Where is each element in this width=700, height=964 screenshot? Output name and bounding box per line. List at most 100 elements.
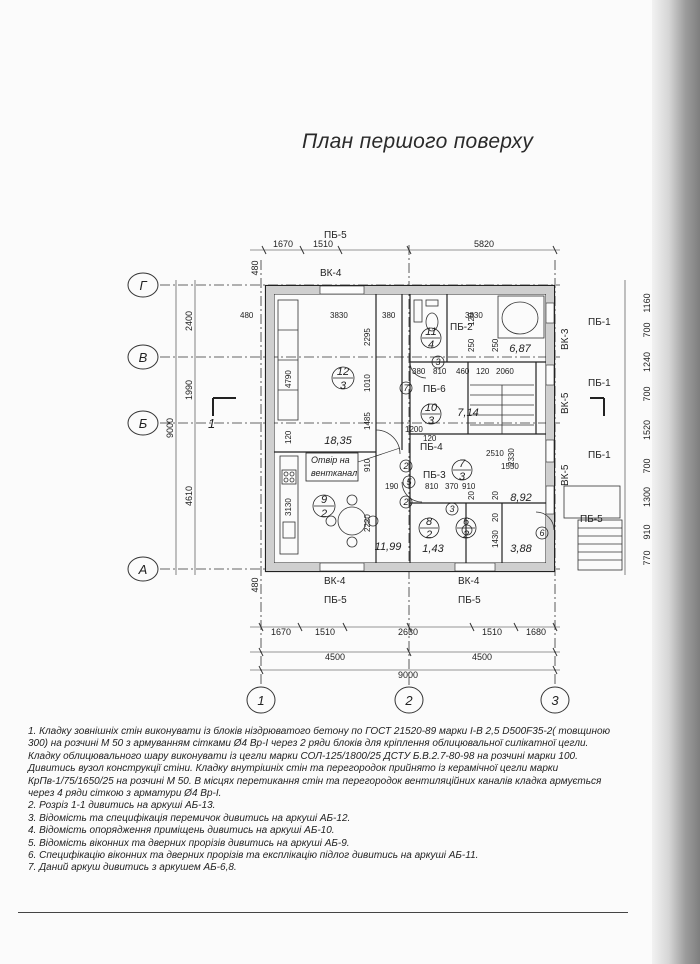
- axis-bubble-3: [540, 686, 570, 714]
- stair-flight: [470, 384, 534, 434]
- dim-inner-120c: 120: [467, 312, 476, 326]
- dim-bottom-4500b: 4500: [472, 652, 492, 662]
- dim-right-1160: 1160: [642, 293, 652, 312]
- room-8-num: 8: [426, 516, 433, 528]
- window-south-1: [319, 562, 365, 572]
- room-11-num: 11: [425, 326, 436, 338]
- dim-bottom-4500a: 4500: [325, 652, 345, 662]
- room-10-type: 3: [428, 415, 435, 427]
- label-vk4-bottom-right: ВК-4: [458, 576, 480, 587]
- dim-inner-380b: 380: [412, 367, 426, 376]
- note-7: 7. Даний аркуш дивитись з аркушем АБ-6,8…: [28, 862, 237, 874]
- axis-label-v: В: [139, 350, 148, 365]
- door-marker-e-label: 5: [406, 477, 412, 487]
- dim-inner-1200: 1200: [405, 425, 423, 434]
- room-7-area: 8,92: [510, 492, 531, 504]
- door-marker-c-label: 2: [402, 461, 408, 471]
- dim-right-1520: 1520: [642, 420, 652, 440]
- dim-right-1240: 1240: [642, 352, 652, 372]
- room-6-area: 3,88: [510, 543, 532, 555]
- sink: [282, 521, 296, 539]
- washbasin: [413, 299, 423, 323]
- dim-inner-2220: 2220: [363, 514, 372, 532]
- dim-right-910: 910: [642, 524, 652, 539]
- dim-bottom-1670: 1670: [271, 627, 291, 637]
- wall-south: [266, 563, 554, 571]
- dim-inner-460: 460: [456, 367, 470, 376]
- door-marker-d-label: 2: [402, 497, 408, 507]
- door-marker-b: [431, 355, 445, 369]
- vent-label-line2: вентканал: [311, 468, 357, 478]
- dim-inner-20a: 20: [467, 491, 476, 500]
- external-stair: [563, 485, 623, 571]
- room-8-type: 2: [425, 529, 432, 541]
- dim-inner-370: 370: [445, 482, 459, 491]
- axis-label-g: Г: [139, 278, 147, 293]
- vent-label-box: [305, 452, 359, 482]
- dim-right-700c: 700: [642, 458, 652, 473]
- washbasin-2: [461, 524, 473, 536]
- dim-inner-190: 190: [385, 482, 399, 491]
- axis-label-a: А: [138, 562, 148, 577]
- room-8-area: 1,43: [422, 543, 444, 555]
- room-7-type: 3: [459, 471, 466, 483]
- dim-inner-1430: 1430: [491, 530, 500, 548]
- window-north-1: [319, 285, 365, 295]
- room-9-type: 2: [320, 508, 327, 520]
- dim-inner-2060: 2060: [496, 367, 514, 376]
- door-marker-f: [535, 526, 549, 540]
- dim-right-700b: 700: [642, 386, 652, 401]
- toilet: [425, 312, 439, 332]
- dim-inner-910b: 910: [462, 482, 476, 491]
- dim-inner-3830b: 3830: [465, 311, 483, 320]
- dim-inner-1550: 1550: [501, 462, 519, 471]
- note-6: 6. Специфікацію віконних та дверних прор…: [28, 850, 479, 862]
- dim-top-5820: 5820: [474, 239, 494, 249]
- room-6-type: 2: [462, 529, 469, 541]
- window-east-2: [545, 364, 555, 386]
- axis-label-3: 3: [551, 693, 559, 708]
- axis-label-b: Б: [139, 416, 148, 431]
- label-vk5-b: ВК-5: [560, 464, 571, 486]
- dim-bottom-9000: 9000: [398, 670, 418, 680]
- door-marker-b-label: 3: [435, 357, 440, 367]
- label-vk5-a: ВК-5: [560, 392, 571, 414]
- room-10-area: 7,14: [457, 407, 478, 419]
- room-marker-8: [418, 517, 440, 539]
- general-notes: 1. Кладку зовнішніх стін виконувати із б…: [28, 726, 618, 875]
- dim-inner-120d: 120: [476, 367, 490, 376]
- label-pb2: ПБ-2: [450, 322, 473, 333]
- window-east-1: [545, 302, 555, 324]
- room-marker-6: [455, 517, 477, 539]
- scan-page-edge: [652, 0, 700, 964]
- bathtub: [497, 295, 545, 339]
- dim-right-1300: 1300: [642, 487, 652, 507]
- wall-west: [266, 286, 274, 571]
- kitchen-counter: [279, 455, 299, 555]
- dim-inner-3830a: 3830: [330, 311, 348, 320]
- room-4-area: 6,87: [509, 343, 531, 355]
- axis-bubble-2: [394, 686, 424, 714]
- vent-label-line1: Отвір на: [311, 455, 350, 465]
- dim-inner-910: 910: [363, 458, 372, 472]
- label-top-pb5: ПБ-5: [324, 230, 347, 241]
- note-2: 2. Розріз 1-1 дивитись на аркуші АБ-13.: [28, 800, 216, 812]
- dim-inner-250a: 250: [467, 338, 476, 352]
- label-pb1-b: ПБ-1: [588, 378, 611, 389]
- label-pb4: ПБ-4: [420, 442, 443, 453]
- dim-bottom-2630: 2630: [398, 627, 418, 637]
- room-7-num: 7: [459, 458, 466, 470]
- dim-left-4610: 4610: [184, 486, 194, 506]
- door-marker-g-label: 3: [449, 504, 454, 514]
- axis-bubble-v: [127, 344, 159, 370]
- label-pb1-c: ПБ-1: [588, 450, 611, 461]
- dim-bottom-1510b: 1510: [482, 627, 502, 637]
- room-marker-10: [420, 403, 442, 425]
- label-vk4-top: ВК-4: [320, 268, 342, 279]
- door-swing-4: [409, 361, 427, 379]
- label-vk3: ВК-3: [560, 328, 571, 350]
- door-marker-f-label: 6: [539, 528, 544, 538]
- door-marker-g: [445, 502, 459, 516]
- dim-left-1990: 1990: [184, 380, 194, 400]
